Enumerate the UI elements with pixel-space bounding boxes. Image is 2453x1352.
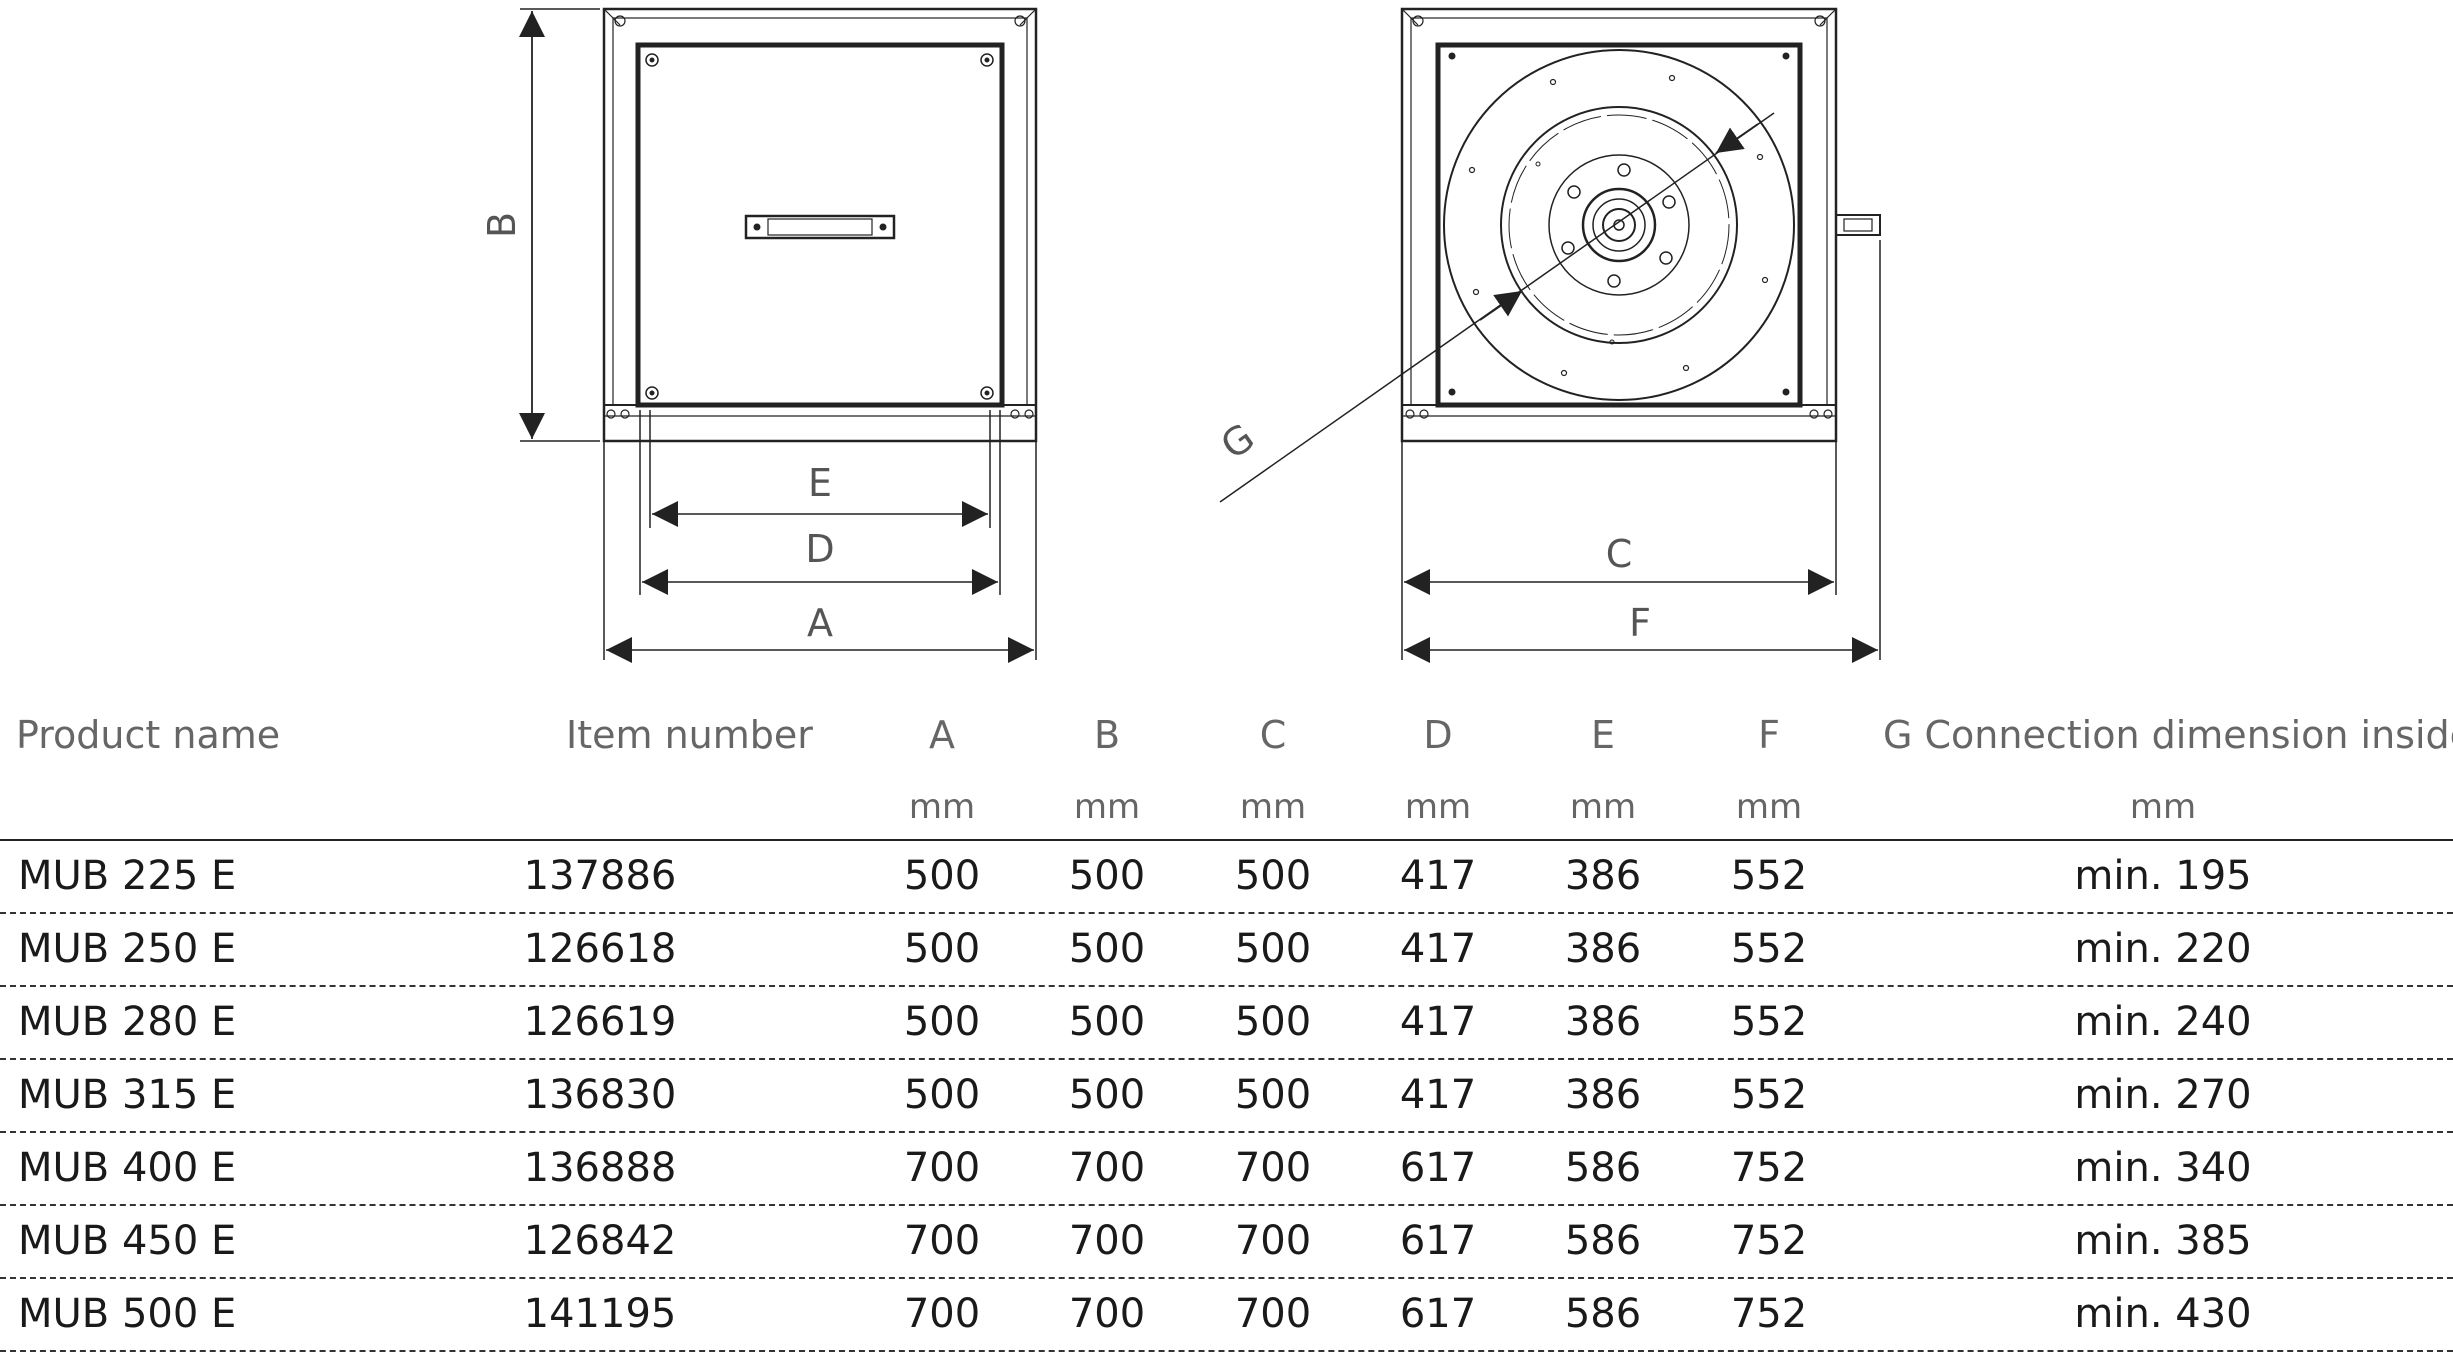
cell-f: 752: [1730, 1218, 1808, 1264]
header-b: B: [1093, 713, 1121, 757]
cell-c: 700: [1234, 1145, 1312, 1191]
cell-e: 386: [1564, 1072, 1642, 1118]
cell-c: 500: [1234, 926, 1312, 972]
table-body: MUB 225 E 137886 500 500 500 417 386 552…: [0, 841, 2453, 1352]
cell-a: 700: [903, 1218, 981, 1264]
dim-label-b: B: [480, 212, 524, 238]
cell-product-name: MUB 250 E: [18, 926, 237, 972]
cell-e: 586: [1564, 1218, 1642, 1264]
unit-d: mm: [1404, 787, 1472, 827]
cell-d: 417: [1399, 853, 1477, 899]
cell-product-name: MUB 400 E: [18, 1145, 237, 1191]
header-e: E: [1590, 713, 1616, 757]
cell-product-name: MUB 450 E: [18, 1218, 237, 1264]
header-product-name: Product name: [16, 713, 281, 757]
cell-d: 417: [1399, 999, 1477, 1045]
cell-g: min. 340: [2074, 1145, 2252, 1191]
header-divider: [0, 839, 2453, 841]
cell-item-number: 137886: [523, 853, 677, 899]
cell-a: 500: [903, 926, 981, 972]
cell-f: 552: [1730, 853, 1808, 899]
unit-a: mm: [908, 787, 976, 827]
header-c: C: [1259, 713, 1287, 757]
cell-g: min. 385: [2074, 1218, 2252, 1264]
unit-g: mm: [2129, 787, 2197, 827]
cell-item-number: 136830: [523, 1072, 677, 1118]
cell-b: 700: [1068, 1291, 1146, 1337]
technical-drawing: B E D A: [480, 7, 1881, 663]
cell-c: 700: [1234, 1291, 1312, 1337]
cell-item-number: 126619: [523, 999, 677, 1045]
cell-product-name: MUB 280 E: [18, 999, 237, 1045]
cell-d: 617: [1399, 1145, 1477, 1191]
table-row: MUB 400 E 136888 700 700 700 617 586 752…: [0, 1133, 2453, 1206]
table-row: MUB 450 E 126842 700 700 700 617 586 752…: [0, 1206, 2453, 1279]
table-row: MUB 500 E 141195 700 700 700 617 586 752…: [0, 1279, 2453, 1352]
cell-b: 500: [1068, 999, 1146, 1045]
cell-product-name: MUB 225 E: [18, 853, 237, 899]
cell-e: 386: [1564, 853, 1642, 899]
cell-d: 617: [1399, 1291, 1477, 1337]
cell-e: 586: [1564, 1145, 1642, 1191]
cell-c: 700: [1234, 1218, 1312, 1264]
dim-label-a: A: [807, 601, 833, 645]
cell-g: min. 220: [2074, 926, 2252, 972]
cell-f: 552: [1730, 926, 1808, 972]
header-g: G Connection dimension inside: [1883, 713, 2453, 757]
cell-e: 386: [1564, 999, 1642, 1045]
header-a: A: [929, 713, 955, 757]
cell-f: 552: [1730, 1072, 1808, 1118]
dim-label-g: G: [1213, 415, 1262, 468]
cell-g: min. 195: [2074, 853, 2252, 899]
cell-a: 700: [903, 1145, 981, 1191]
cell-product-name: MUB 500 E: [18, 1291, 237, 1337]
cell-a: 500: [903, 853, 981, 899]
cell-f: 752: [1730, 1145, 1808, 1191]
cell-g: min. 240: [2074, 999, 2252, 1045]
table-row: MUB 315 E 136830 500 500 500 417 386 552…: [0, 1060, 2453, 1133]
cell-a: 500: [903, 1072, 981, 1118]
header-f: F: [1758, 713, 1780, 757]
cell-d: 617: [1399, 1218, 1477, 1264]
dim-label-d: D: [805, 527, 834, 571]
cell-e: 586: [1564, 1291, 1642, 1337]
table-row: MUB 225 E 137886 500 500 500 417 386 552…: [0, 841, 2453, 914]
unit-e: mm: [1569, 787, 1637, 827]
cell-product-name: MUB 315 E: [18, 1072, 237, 1118]
unit-c: mm: [1239, 787, 1307, 827]
dim-label-c: C: [1606, 532, 1633, 576]
dim-label-e: E: [808, 461, 832, 505]
cell-b: 700: [1068, 1145, 1146, 1191]
cell-b: 500: [1068, 853, 1146, 899]
cell-f: 752: [1730, 1291, 1808, 1337]
cell-c: 500: [1234, 853, 1312, 899]
cell-item-number: 136888: [523, 1145, 677, 1191]
cell-item-number: 126618: [523, 926, 677, 972]
cell-c: 500: [1234, 1072, 1312, 1118]
cell-f: 552: [1730, 999, 1808, 1045]
cell-item-number: 126842: [523, 1218, 677, 1264]
cell-d: 417: [1399, 926, 1477, 972]
cell-g: min. 430: [2074, 1291, 2252, 1337]
front-view: [602, 7, 1038, 443]
header-item-number: Item number: [566, 713, 813, 757]
cell-c: 500: [1234, 999, 1312, 1045]
dim-label-f: F: [1629, 601, 1651, 645]
cell-b: 500: [1068, 926, 1146, 972]
fan-view: [1400, 7, 1881, 443]
cell-a: 500: [903, 999, 981, 1045]
unit-b: mm: [1073, 787, 1141, 827]
cell-item-number: 141195: [523, 1291, 677, 1337]
cell-b: 700: [1068, 1218, 1146, 1264]
header-d: D: [1423, 713, 1453, 757]
table-row: MUB 280 E 126619 500 500 500 417 386 552…: [0, 987, 2453, 1060]
cell-b: 500: [1068, 1072, 1146, 1118]
cell-d: 417: [1399, 1072, 1477, 1118]
cell-e: 386: [1564, 926, 1642, 972]
table-header: Product name Item number A B C D E F G C…: [0, 690, 2453, 840]
cell-a: 700: [903, 1291, 981, 1337]
unit-f: mm: [1735, 787, 1803, 827]
table-row: MUB 250 E 126618 500 500 500 417 386 552…: [0, 914, 2453, 987]
cell-g: min. 270: [2074, 1072, 2252, 1118]
